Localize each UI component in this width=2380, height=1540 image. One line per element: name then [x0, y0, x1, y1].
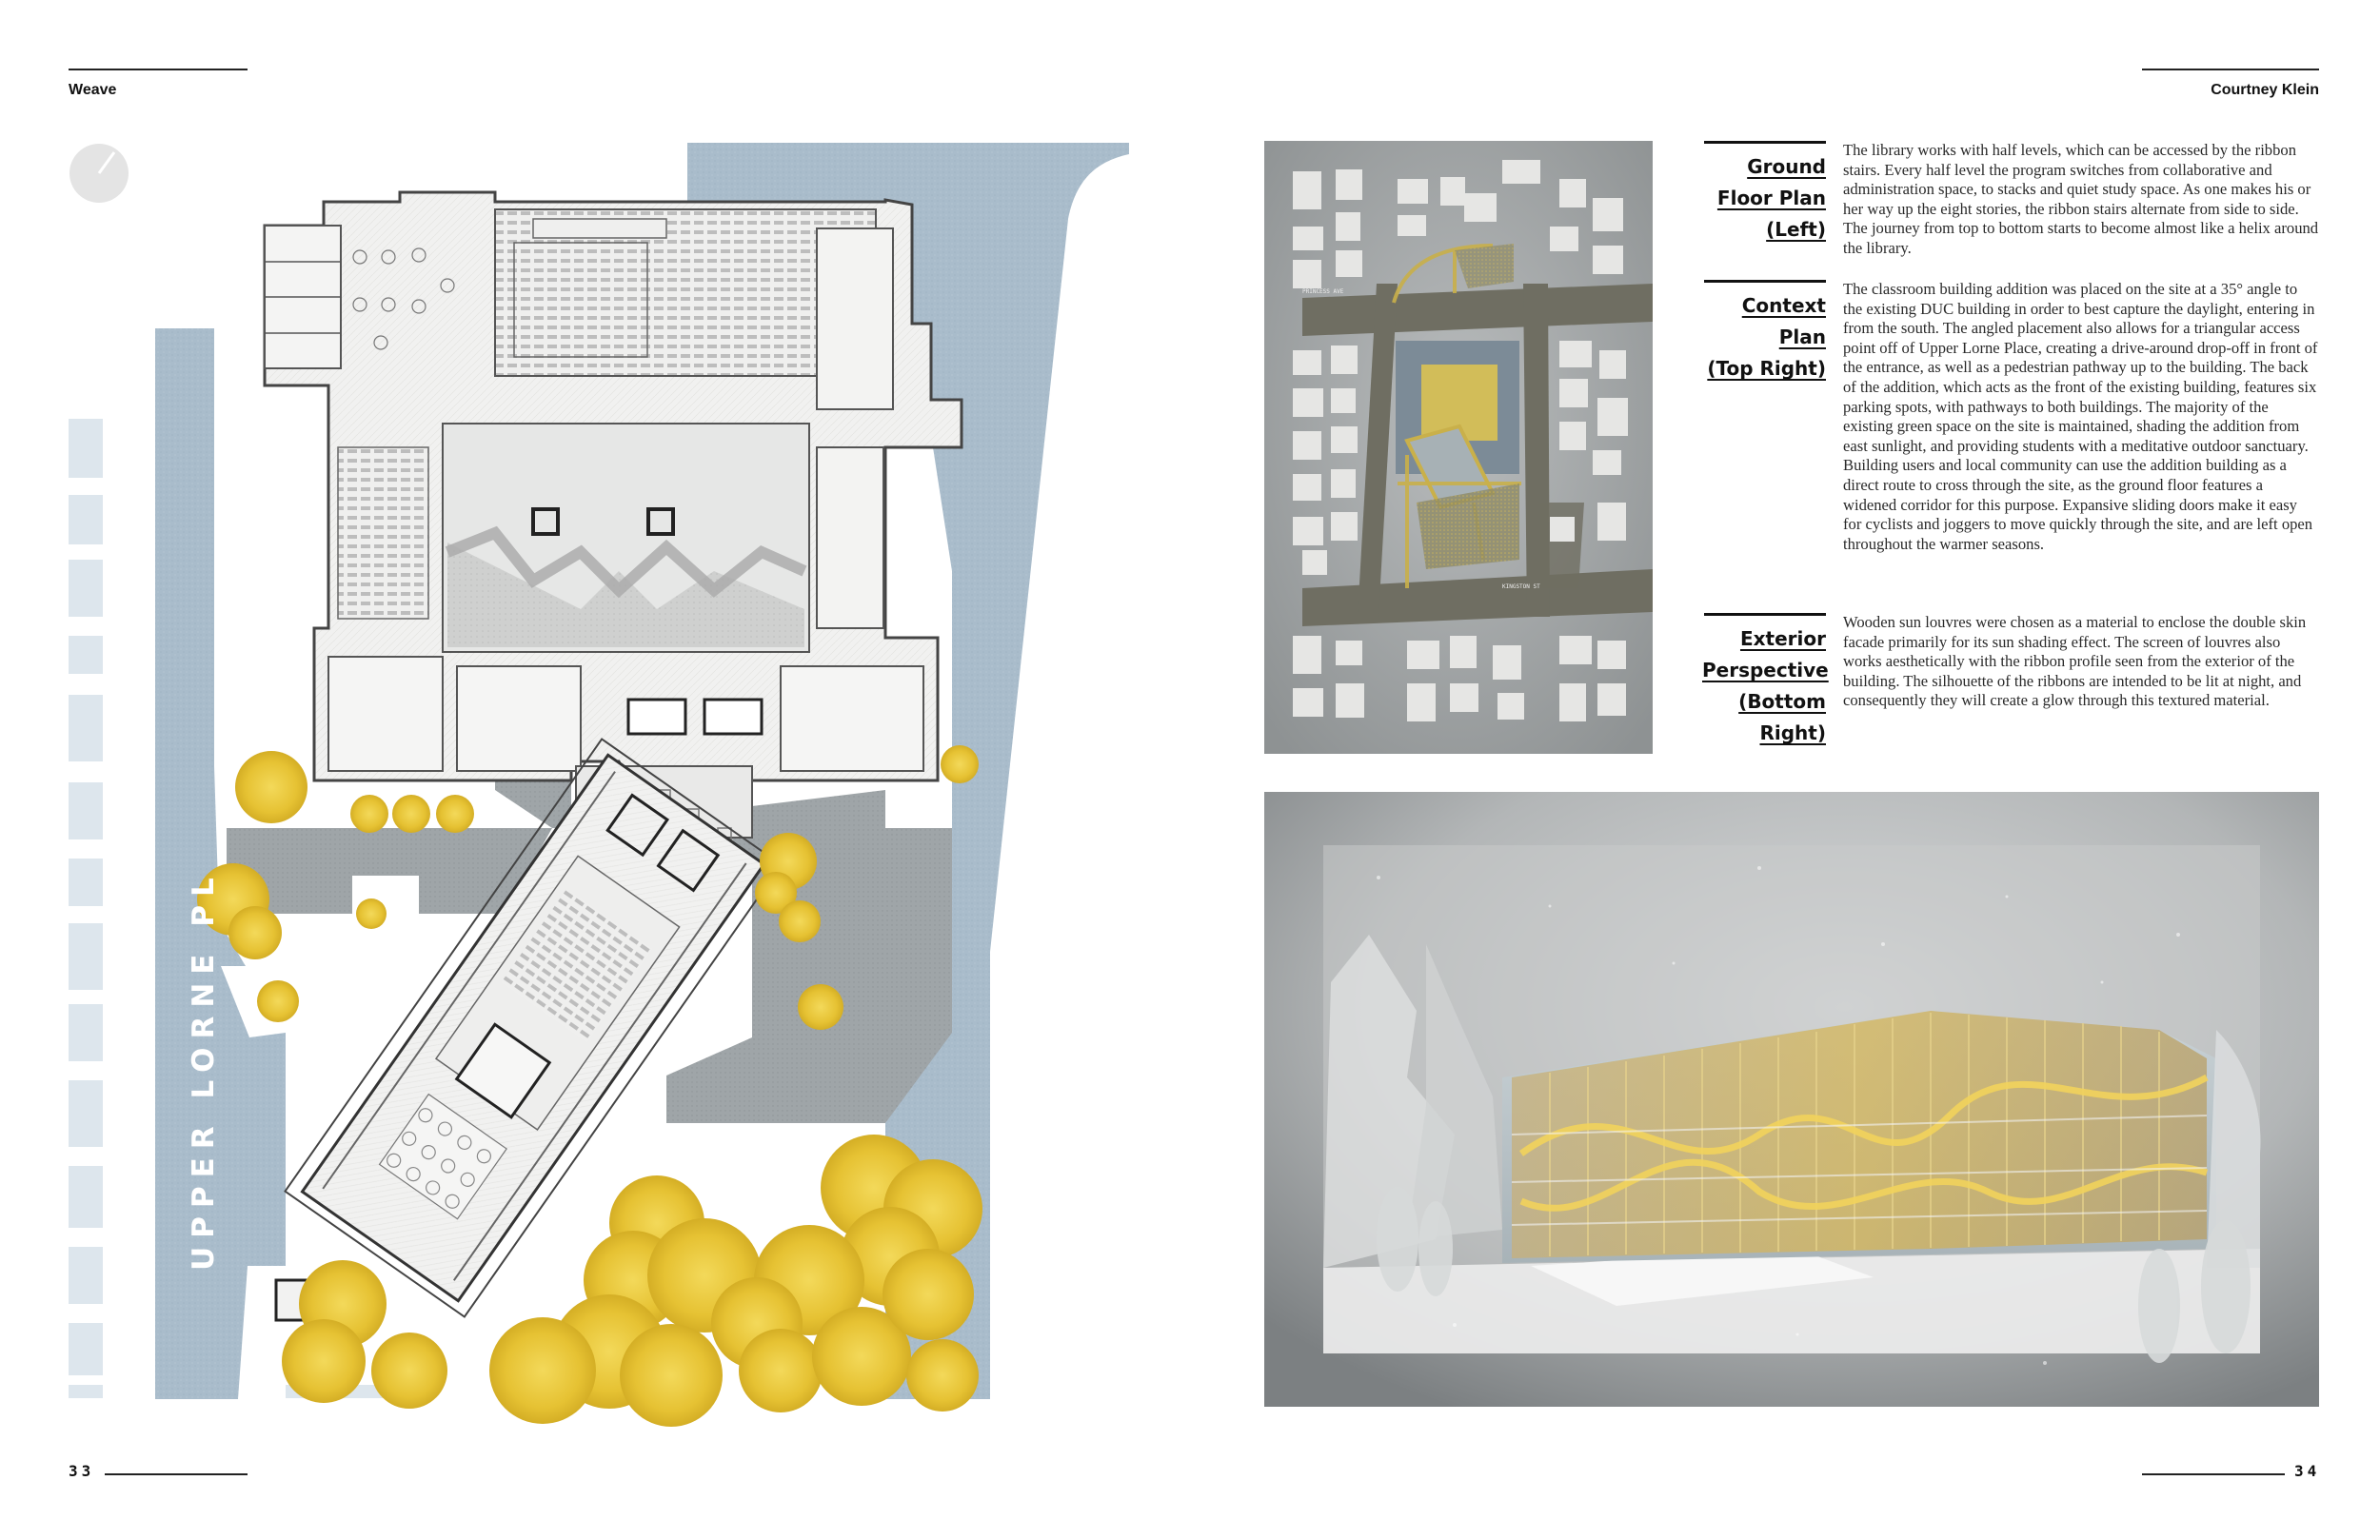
- page-number-left: 33: [69, 1462, 95, 1480]
- caption-title-line: Context: [1741, 294, 1826, 317]
- caption-ground-floor-plan: Ground Floor Plan (Left): [1702, 141, 1826, 246]
- caption-rule: [1704, 613, 1826, 616]
- caption-title-line: (Bottom: [1738, 690, 1826, 713]
- caption-title-line: (Top Right): [1707, 357, 1826, 380]
- caption-title-line: Perspective: [1702, 659, 1829, 681]
- caption-title-line: Right): [1759, 721, 1826, 744]
- caption-context-plan: Context Plan (Top Right): [1702, 280, 1826, 385]
- body-text-ground-floor-plan: The library works with half levels, whic…: [1843, 141, 2319, 257]
- body-text-exterior-perspective: Wooden sun louvres were chosen as a mate…: [1843, 613, 2307, 710]
- exterior-perspective-image: [1264, 792, 2319, 1407]
- empress-street: [687, 143, 1129, 1399]
- street-label-upper-lorne: UPPER LORNE PL: [187, 869, 221, 1271]
- header-right-title: Courtney Klein: [2211, 82, 2319, 98]
- header-rule-left: [69, 69, 248, 70]
- context-street-label: PRINCESS AVE: [1302, 288, 1344, 295]
- caption-title-line: Ground: [1747, 155, 1826, 178]
- caption-title-line: Plan: [1778, 326, 1826, 348]
- header-rule-right: [2142, 69, 2319, 70]
- caption-title-line: Floor Plan: [1716, 187, 1826, 209]
- caption-rule: [1704, 141, 1826, 144]
- neighbour-blocks: [69, 419, 428, 1398]
- trees: [197, 745, 982, 1427]
- project-logo-icon: [69, 144, 129, 203]
- upper-lorne-street: [155, 328, 286, 1399]
- page-number-right: 34: [2294, 1462, 2321, 1480]
- caption-title-line: (Left): [1766, 218, 1826, 241]
- header-left-title: Weave: [69, 82, 117, 98]
- caption-rule: [1704, 280, 1826, 283]
- street-label-empress: EMPRESS AVE: [1013, 897, 1047, 1220]
- existing-building: [263, 190, 963, 782]
- context-street-label: KINGSTON ST: [1502, 583, 1540, 590]
- footer-rule-left: [105, 1473, 248, 1475]
- caption-title-line: Exterior: [1739, 627, 1826, 650]
- context-plan-image: PRINCESS AVE KINGSTON ST: [1264, 141, 1653, 754]
- classroom-addition: [284, 738, 783, 1318]
- footer-rule-right: [2142, 1473, 2285, 1475]
- caption-exterior-perspective: Exterior Perspective (Bottom Right): [1702, 613, 1829, 749]
- ground-floor-plan: [69, 143, 1129, 1427]
- body-text-context-plan: The classroom building addition was plac…: [1843, 280, 2318, 553]
